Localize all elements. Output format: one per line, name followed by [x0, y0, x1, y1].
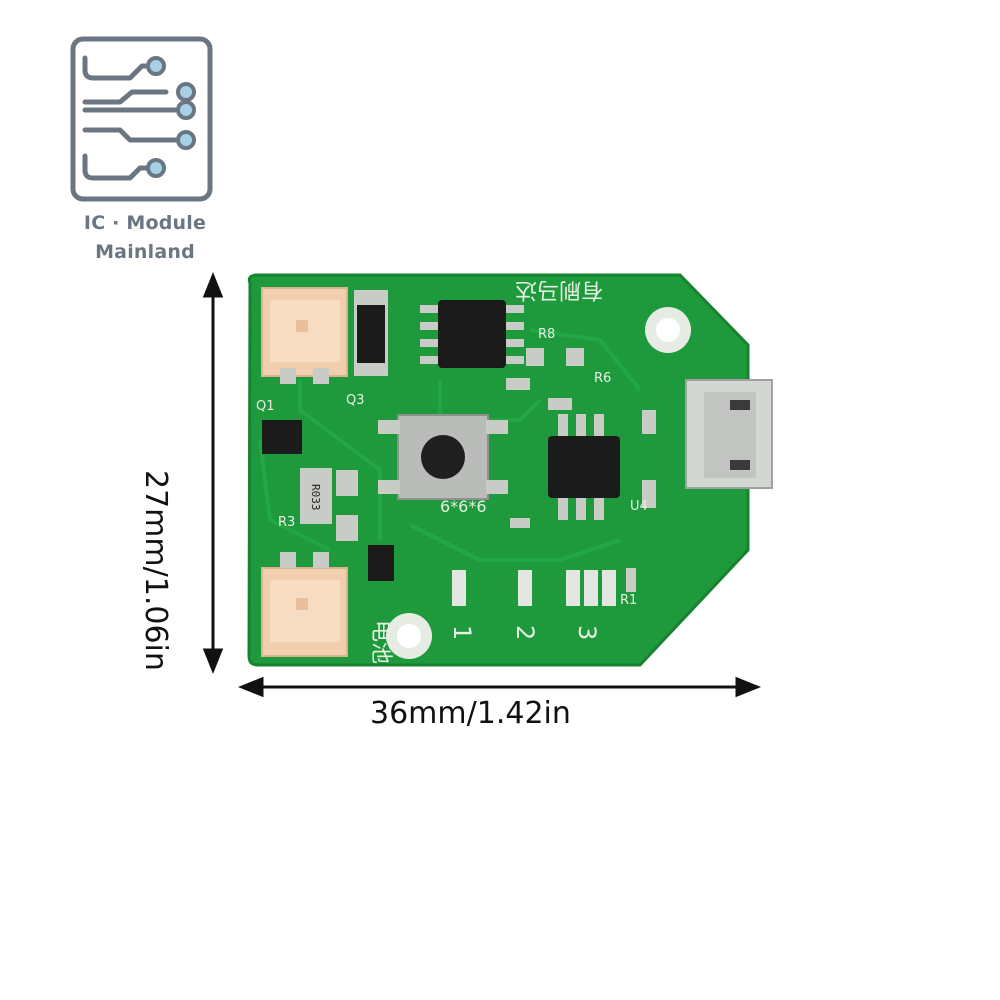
- height-dimension-label: 27mm/1.06in: [138, 470, 173, 671]
- silk-led-1: 1: [448, 625, 476, 640]
- silk-led-3: 3: [573, 625, 601, 640]
- resistor-marking: R033: [309, 484, 322, 511]
- silk-title: 有刷马达: [515, 277, 603, 302]
- brand-line-2: Mainland: [95, 241, 195, 263]
- silk-ref-r3: R3: [278, 515, 295, 530]
- mount-hole-top: [645, 307, 691, 353]
- silk-button: 6*6*6: [440, 497, 487, 516]
- silk-ref-r6: R6: [594, 371, 611, 386]
- connector-bottom: [261, 552, 348, 657]
- silk-led-2: 2: [511, 625, 539, 640]
- silk-ref-q3: Q3: [346, 393, 365, 408]
- silk-battery: 电池: [368, 620, 393, 664]
- tactile-button: [378, 414, 508, 500]
- pcb-outline: [249, 275, 748, 665]
- micro-usb-port: [685, 379, 773, 489]
- silk-ref-q1: Q1: [256, 399, 275, 414]
- silk-ref-u4: U4: [630, 499, 648, 514]
- connector-top: [261, 287, 348, 384]
- ic-top: [420, 300, 524, 368]
- ic-right: [548, 414, 620, 520]
- width-dimension-label: 36mm/1.42in: [370, 696, 571, 731]
- silk-ref-r1: R1: [620, 593, 637, 608]
- mount-hole-bottom: [386, 613, 432, 659]
- silk-ref-r8: R8: [538, 327, 555, 342]
- ic-module-logo: [70, 36, 213, 202]
- brand-line-1: IC · Module: [83, 212, 207, 234]
